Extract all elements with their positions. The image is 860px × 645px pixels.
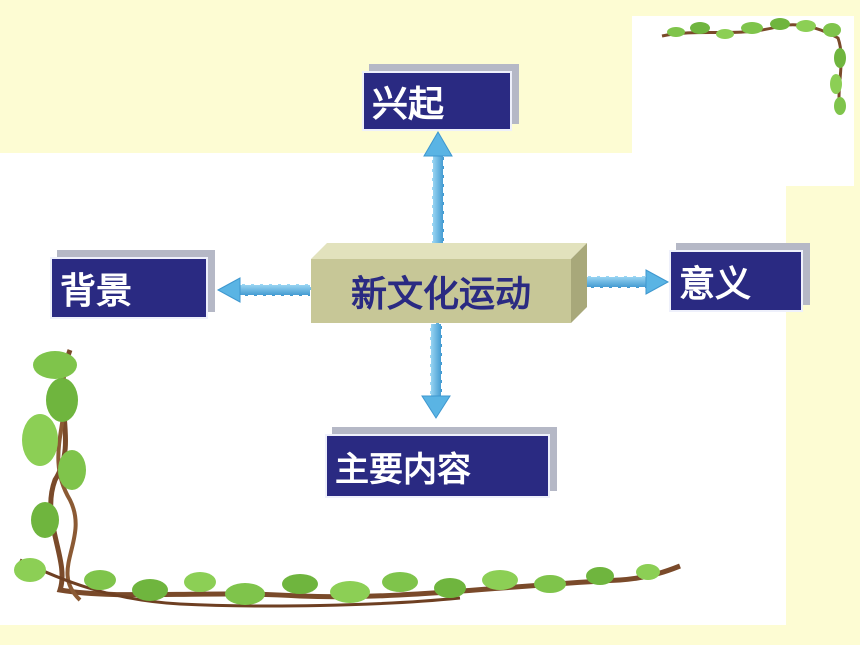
white-panel-main: [0, 153, 632, 625]
node-bottom: 主要内容: [325, 434, 550, 498]
white-panel-right: [632, 153, 786, 625]
vine-decoration-top-right: [661, 18, 846, 115]
node-right: 意义: [669, 250, 803, 312]
node-center: 新文化运动: [311, 259, 571, 323]
center-node-3d-edge: [311, 243, 587, 323]
arrow-left: [216, 277, 312, 303]
node-left: 背景: [50, 257, 208, 319]
arrow-down: [421, 322, 451, 419]
node-top: 兴起: [362, 71, 512, 131]
vine-decoration-bottom-left: [14, 349, 681, 608]
